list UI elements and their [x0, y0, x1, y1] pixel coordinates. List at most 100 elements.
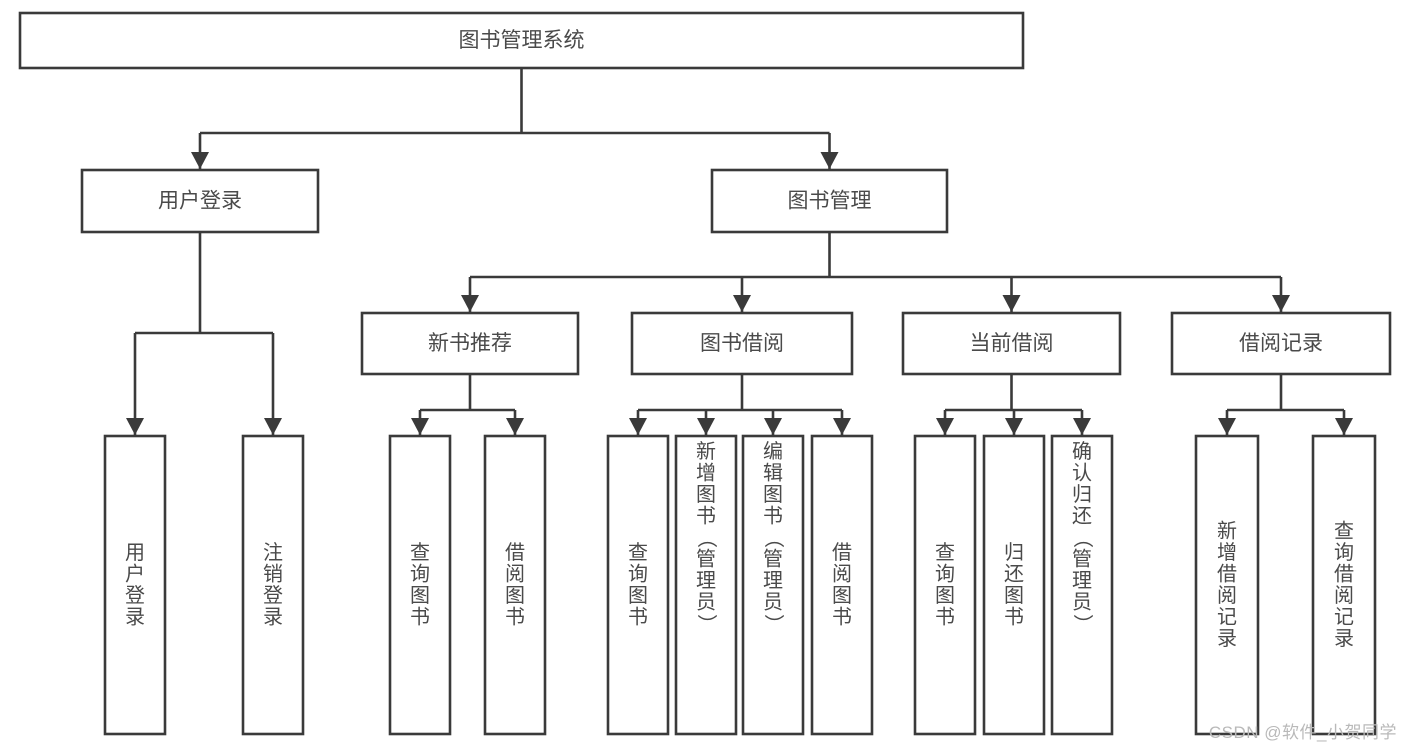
node-leaf-query-book-2-rect[interactable]: [606, 434, 670, 736]
node-leaf-add-borrow-record-rect[interactable]: [1194, 434, 1260, 736]
node-user-login-label: 用户登录: [158, 190, 242, 213]
node-leaf-query-borrow-record-label-char: 记: [1334, 605, 1354, 628]
node-leaf-borrow-book-1-rect[interactable]: [483, 434, 547, 736]
node-leaf-query-book-1-label-char: 书: [410, 605, 430, 628]
node-leaf-query-borrow-record-label-char: 录: [1334, 628, 1354, 650]
node-leaf-query-borrow-record-label-char: 询: [1334, 541, 1354, 564]
node-book-management[interactable]: 图书管理: [710, 168, 949, 234]
node-leaf-add-book-admin-label-char: 新: [696, 440, 716, 463]
node-leaf-add-borrow-record-label-char: 借: [1217, 562, 1237, 585]
node-user-login[interactable]: 用户登录: [80, 168, 320, 234]
arrow-head-icon: [1005, 418, 1023, 435]
node-leaf-query-book-1-label-char: 查: [410, 541, 430, 564]
node-leaf-confirm-return-admin-label-char: 认: [1072, 462, 1092, 485]
arrow-head-icon: [629, 418, 647, 435]
arrow-head-icon: [1002, 295, 1021, 312]
arrow-head-icon: [461, 295, 479, 312]
node-leaf-query-borrow-record-label-char: 查: [1334, 519, 1354, 542]
node-leaf-return-book-label-char: 图: [1004, 585, 1024, 607]
node-current-borrow-label: 当前借阅: [970, 332, 1054, 355]
arrow-head-icon: [1073, 418, 1091, 435]
arrow-head-icon: [411, 418, 429, 435]
node-current-borrow[interactable]: 当前借阅: [901, 311, 1122, 376]
node-leaf-confirm-return-admin-label-char: 理: [1072, 570, 1092, 592]
node-leaf-user-login-label-char: 户: [125, 562, 145, 585]
node-leaf-return-book-rect[interactable]: [982, 434, 1046, 736]
node-root-book-management-system[interactable]: 图书管理系统: [18, 11, 1025, 70]
node-leaf-add-book-admin-label-char: 书: [696, 505, 716, 528]
node-leaf-query-book-3-rect[interactable]: [913, 434, 977, 736]
node-current-borrow-rect[interactable]: [901, 311, 1122, 376]
node-leaf-add-book-admin-label-char: （: [695, 528, 718, 548]
node-leaf-borrow-book-2-label-char: 借: [832, 541, 852, 564]
node-leaf-logout-login-rect[interactable]: [241, 434, 305, 736]
node-leaf-user-login[interactable]: 用户登录: [103, 434, 167, 736]
arrow-head-icon: [820, 152, 839, 169]
arrow-head-icon: [697, 418, 715, 435]
node-leaf-confirm-return-admin-label-char: 管: [1072, 548, 1092, 571]
node-root-book-management-system-label: 图书管理系统: [459, 29, 585, 52]
node-leaf-add-book-admin-rect[interactable]: [674, 434, 738, 736]
node-new-book-recommend-label: 新书推荐: [428, 332, 512, 355]
node-leaf-query-book-2-label-char: 图: [628, 585, 648, 607]
arrow-head-icon: [733, 295, 751, 312]
node-new-book-recommend-rect[interactable]: [360, 311, 580, 376]
node-leaf-query-book-2-label-char: 查: [628, 541, 648, 564]
node-boxes: 图书管理系统用户登录图书管理新书推荐图书借阅当前借阅借阅记录用户登录注销登录查询…: [18, 11, 1392, 736]
node-leaf-borrow-book-2-label-char: 图: [832, 585, 852, 607]
node-leaf-edit-book-admin-label-char: 图: [763, 484, 783, 506]
node-book-management-rect[interactable]: [710, 168, 949, 234]
node-leaf-add-borrow-record-label-char: 记: [1217, 605, 1237, 628]
node-leaf-query-book-3-label-char: 书: [935, 605, 955, 628]
node-leaf-add-book-admin-label-char: 图: [696, 484, 716, 506]
node-leaf-add-book-admin-label-char: 增: [696, 462, 716, 485]
node-leaf-query-book-1-rect[interactable]: [388, 434, 452, 736]
node-new-book-recommend[interactable]: 新书推荐: [360, 311, 580, 376]
node-borrow-record-rect[interactable]: [1170, 311, 1392, 376]
node-leaf-query-borrow-record-rect[interactable]: [1311, 434, 1377, 736]
node-leaf-edit-book-admin-rect[interactable]: [741, 434, 805, 736]
node-leaf-user-login-rect[interactable]: [103, 434, 167, 736]
node-book-borrow[interactable]: 图书借阅: [630, 311, 854, 376]
node-leaf-confirm-return-admin-label-char: 还: [1072, 505, 1092, 528]
arrow-head-icon: [506, 418, 524, 435]
node-leaf-edit-book-admin-label-char: （: [762, 528, 785, 548]
node-leaf-user-login-label-char: 录: [125, 606, 145, 628]
node-leaf-borrow-book-1-label-char: 借: [505, 541, 525, 564]
node-borrow-record[interactable]: 借阅记录: [1170, 311, 1392, 376]
node-leaf-borrow-book-1-label-char: 图: [505, 585, 525, 607]
node-leaf-query-book-3-label-char: 查: [935, 541, 955, 564]
node-leaf-borrow-book-2-rect[interactable]: [810, 434, 874, 736]
node-book-borrow-label: 图书借阅: [700, 332, 784, 355]
node-user-login-rect[interactable]: [80, 168, 320, 234]
node-leaf-add-borrow-record-label-char: 阅: [1217, 584, 1237, 607]
node-leaf-add-borrow-record-label-char: 新: [1217, 519, 1237, 542]
node-leaf-logout-login-label-char: 录: [263, 606, 283, 628]
node-root-book-management-system-rect[interactable]: [18, 11, 1025, 70]
node-leaf-borrow-book-1-label-char: 书: [505, 605, 525, 628]
node-book-management-label: 图书管理: [788, 190, 872, 213]
node-leaf-confirm-return-admin-rect[interactable]: [1050, 434, 1114, 736]
node-leaf-query-book-3-label-char: 图: [935, 585, 955, 607]
node-leaf-query-borrow-record-label-char: 阅: [1334, 584, 1354, 607]
node-leaf-edit-book-admin-label-char: ）: [762, 614, 785, 634]
node-leaf-logout-login-label-char: 登: [263, 584, 283, 607]
node-leaf-borrow-book-2-label-char: 阅: [832, 562, 852, 585]
node-book-borrow-rect[interactable]: [630, 311, 854, 376]
node-leaf-edit-book-admin-label-char: 管: [763, 548, 783, 571]
node-leaf-query-book-3-label-char: 询: [935, 562, 955, 585]
arrow-head-icon: [264, 418, 282, 435]
